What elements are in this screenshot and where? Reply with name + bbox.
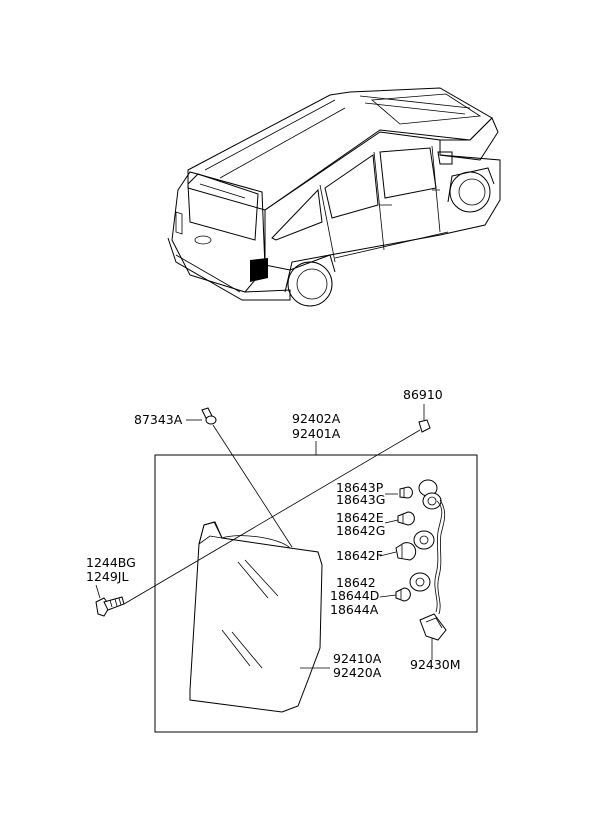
- label-1249jl: 1249JL: [86, 569, 128, 584]
- label-92420a: 92420A: [333, 665, 382, 680]
- nut-86910: [418, 419, 431, 433]
- lamp-housing: [189, 521, 323, 713]
- bulb-18642f: [395, 542, 417, 561]
- vehicle-illustration: [167, 87, 501, 307]
- label-92402a: 92402A: [292, 411, 341, 426]
- screw-1244bg: [95, 596, 125, 617]
- label-18642g: 18642G: [336, 523, 385, 538]
- bulb-18643p: [399, 486, 413, 499]
- label-18644d: 18644D: [330, 588, 379, 603]
- label-18642f: 18642F: [336, 548, 383, 563]
- label-86910: 86910: [403, 387, 443, 402]
- label-92410a: 92410A: [333, 651, 382, 666]
- label-18642: 18642: [336, 575, 376, 590]
- label-18642e: 18642E: [336, 510, 384, 525]
- label-92430m: 92430M: [410, 657, 461, 672]
- label-87343a: 87343A: [134, 412, 183, 427]
- part-labels: 87343A 92402A 92401A 86910 18643P 18643G…: [86, 387, 461, 680]
- leader-lines: [95, 404, 433, 669]
- wiring-harness-92430m: [409, 479, 447, 641]
- bulb-18642e: [397, 511, 415, 526]
- label-92401a: 92401A: [292, 426, 341, 441]
- label-18644a: 18644A: [330, 602, 379, 617]
- clip-87343a: [201, 407, 217, 425]
- bulb-18644d: [395, 587, 411, 602]
- label-1244bg: 1244BG: [86, 555, 136, 570]
- label-18643p: 18643P: [336, 480, 384, 495]
- label-18643g: 18643G: [336, 492, 385, 507]
